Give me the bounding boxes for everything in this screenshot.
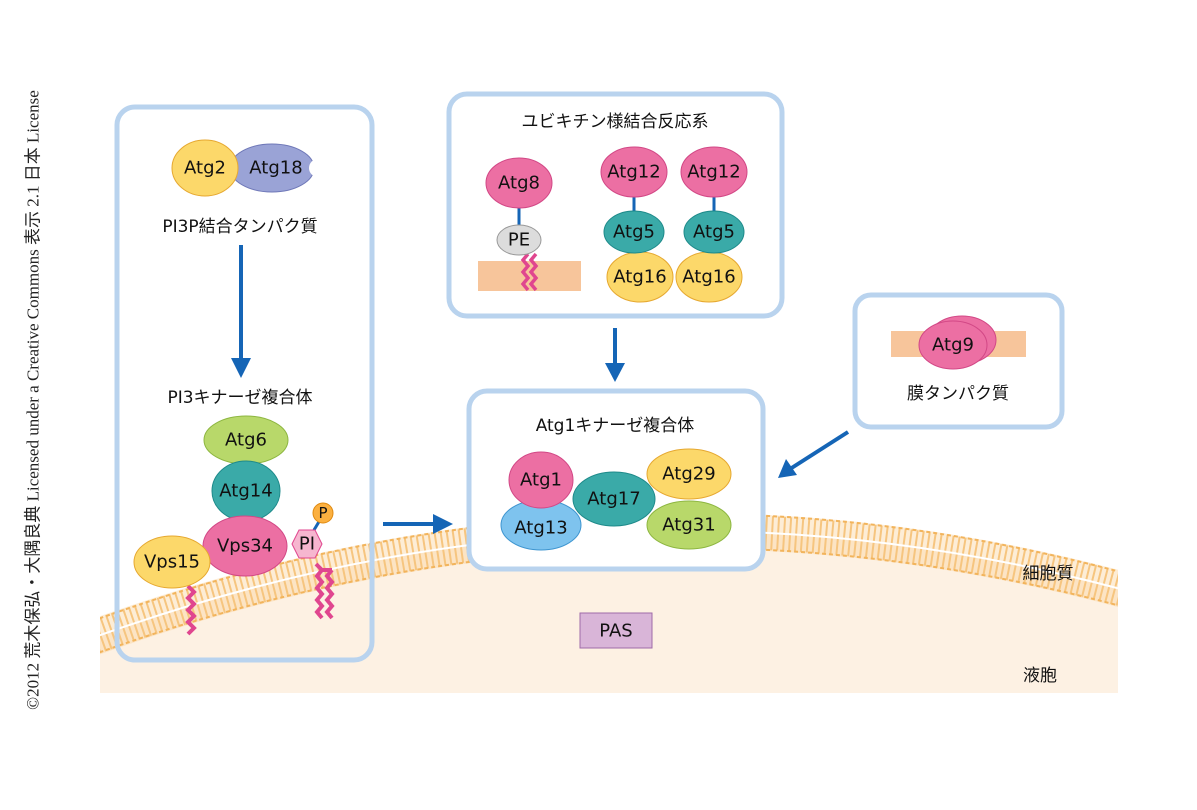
vacuole-label: 液胞 — [1023, 666, 1057, 686]
atg6-label: Atg6 — [225, 430, 267, 451]
atg5-label: Atg5 — [693, 222, 735, 243]
atg16-label: Atg16 — [613, 267, 666, 288]
pas-box — [579, 612, 653, 649]
atg12-5-16-conjugate-2: Atg16 Atg5 Atg12 — [675, 146, 748, 303]
atg13-label: Atg13 — [514, 518, 567, 539]
atg31-label: Atg31 — [662, 515, 715, 536]
atg2 — [171, 139, 239, 197]
arrow-right-icon — [433, 514, 453, 534]
vps15 — [133, 535, 211, 589]
membrane-protein-label: 膜タンパク質 — [907, 384, 1009, 404]
atg16-label: Atg16 — [682, 267, 735, 288]
atg1-title: Atg1キナーゼ複合体 — [536, 416, 695, 436]
phosphate — [312, 502, 334, 524]
pe-label: PE — [508, 230, 530, 251]
pi3k-complex-label: PI3キナーゼ複合体 — [167, 388, 312, 408]
vps15-label: Vps15 — [144, 552, 200, 573]
atg2-label: Atg2 — [184, 158, 226, 179]
pe — [496, 224, 542, 256]
atg9 — [918, 320, 988, 370]
atg5-label: Atg5 — [613, 222, 655, 243]
pi-hexagon — [291, 529, 323, 559]
atg8 — [485, 157, 553, 209]
atg29-label: Atg29 — [662, 464, 715, 485]
cytoplasm-label: 細胞質 — [1023, 564, 1074, 584]
pi-label: PI — [299, 534, 315, 555]
vps34 — [202, 515, 288, 577]
arrow-down-icon — [231, 358, 251, 378]
license-credit: ©2012 荒木保弘・大隅良典 Licensed under a Creativ… — [23, 90, 43, 710]
atg9-label: Atg9 — [932, 335, 974, 356]
p-label: P — [318, 504, 327, 522]
atg14-label: Atg14 — [219, 481, 272, 502]
pi3p-binding-label: PI3P結合タンパク質 — [162, 217, 317, 237]
atg12-5-16-conjugate-1: Atg16 Atg5 Atg12 — [600, 146, 674, 303]
arrow-diagonal-icon — [778, 459, 797, 478]
atg12-label: Atg12 — [687, 162, 740, 183]
ubl-title: ユビキチン様結合反応系 — [522, 112, 709, 132]
atg18-label: Atg18 — [249, 158, 302, 179]
pi3p-box — [114, 104, 375, 663]
atg12-label: Atg12 — [607, 162, 660, 183]
atg17-label: Atg17 — [587, 489, 640, 510]
arrow-down-icon — [605, 363, 625, 382]
atg8-label: Atg8 — [498, 173, 540, 194]
vps34-label: Vps34 — [217, 536, 273, 557]
atg1-label: Atg1 — [520, 470, 562, 491]
pas-label: PAS — [599, 621, 632, 642]
